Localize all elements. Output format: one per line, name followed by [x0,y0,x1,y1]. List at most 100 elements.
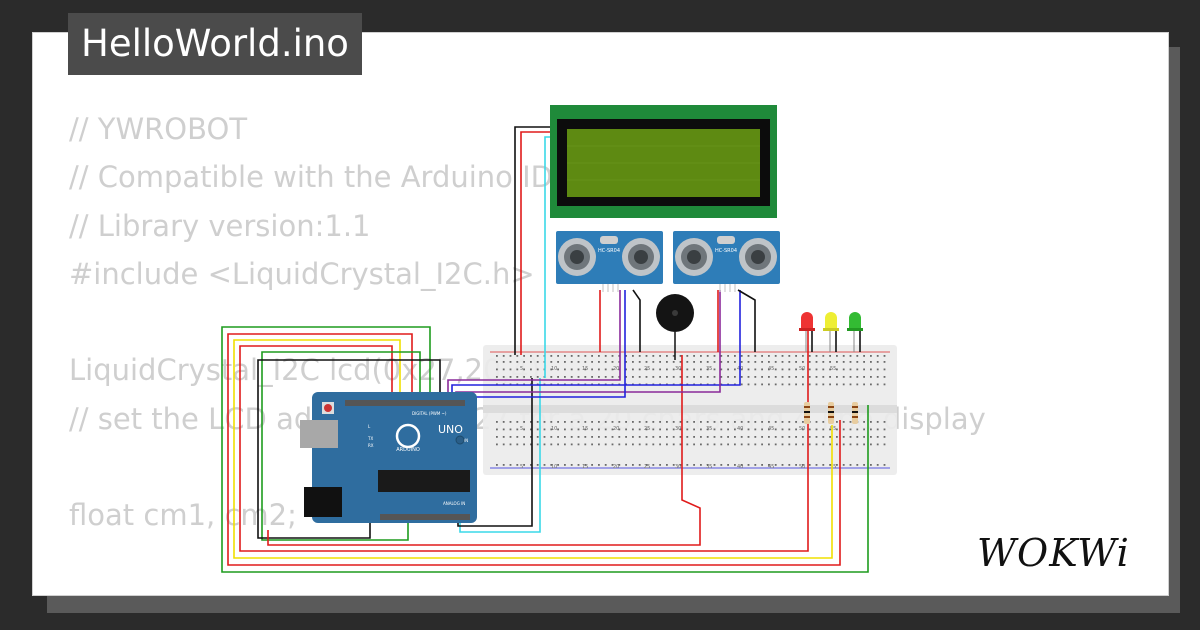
red-led[interactable] [799,312,815,352]
breadboard-hole [584,421,587,423]
breadboard-hole [856,355,859,357]
wire-red-outer [227,333,841,566]
breadboard-hole [754,383,757,386]
breadboard-hole [638,368,641,371]
breadboard-hole [509,428,512,431]
wire-yellow [233,339,833,559]
breadboard-hole [666,421,668,423]
breadboard-hole [516,443,519,446]
breadboard-hole [591,368,593,371]
breadboard-hole [734,443,736,446]
ultrasonic-sensor-2[interactable]: HC-SR04 [673,231,780,292]
breadboard-hole [713,436,716,438]
breadboard-hole [645,436,648,438]
breadboard-hole [706,436,709,438]
breadboard-hole [666,368,668,371]
breadboard-hole [836,376,838,378]
breadboard-hole [523,428,525,431]
breadboard-hole [516,436,519,438]
breadboard-hole [795,443,797,446]
breadboard-hole [870,368,872,371]
breadboard-hole [564,376,566,378]
breadboard-hole [795,428,797,431]
breadboard-hole [754,421,757,423]
breadboard-hole [638,421,641,423]
yellow-led[interactable] [823,312,839,352]
breadboard-hole [564,361,566,363]
breadboard-hole [523,355,525,357]
green-led[interactable] [847,312,863,352]
logo-text: WOKWi [977,531,1130,575]
breadboard-hole [740,361,743,363]
arduino-uno[interactable]: ARDUINO UNO DIGITAL (PWM ~) ANALOG IN ON… [300,392,477,523]
breadboard-hole [679,443,682,446]
breadboard-hole [740,355,743,357]
breadboard-hole [740,368,743,371]
breadboard-hole [720,355,723,357]
resistors[interactable] [804,402,858,424]
breadboard-hole [842,464,845,466]
breadboard-hole [808,443,811,446]
breadboard-hole [781,443,784,446]
breadboard-hole [754,436,757,438]
breadboard-hole [706,355,709,357]
arduino-l-label: L [368,424,371,429]
breadboard-hole [700,355,702,357]
wire-red-buzzer [267,355,701,546]
breadboard-hole [530,361,532,363]
breadboard-hole [530,368,532,371]
breadboard-hole [768,436,770,438]
lcd-display[interactable] [550,105,777,218]
breadboard-hole [659,361,661,363]
breadboard-hole [577,421,580,423]
breadboard-hole [625,376,627,378]
breadboard-hole [788,361,791,363]
breadboard-hole [509,368,512,371]
breadboard-hole [720,464,723,466]
breadboard-hole [876,443,879,446]
breadboard-column-label: 55 [830,426,836,432]
breadboard-hole [761,376,763,378]
breadboard-hole [530,443,532,446]
breadboard-hole [611,361,614,363]
breadboard-hole [686,436,689,438]
breadboard-hole [836,428,838,431]
breadboard-hole [754,428,757,431]
breadboard-hole [577,376,580,378]
breadboard-hole [632,436,634,438]
breadboard-hole [747,443,750,446]
breadboard-hole [686,443,689,446]
ultrasonic-sensor-1[interactable]: HC-SR04 [556,231,663,292]
breadboard-hole [734,464,736,466]
breadboard-hole [604,436,607,438]
wokwi-logo: WOKWi [977,531,1130,575]
breadboard-hole [502,376,505,378]
wire-red-lcd [520,131,552,355]
breadboard-hole [550,361,553,363]
breadboard-hole [570,368,573,371]
breadboard-hole [761,368,763,371]
breadboard-hole [727,428,729,431]
breadboard-hole [842,421,845,423]
breadboard-hole [815,428,818,431]
breadboard-hole [591,464,593,466]
breadboard-hole [666,361,668,363]
breadboard-hole [577,355,580,357]
breadboard-hole [604,464,607,466]
breadboard-hole [693,368,695,371]
breadboard-hole [632,361,634,363]
breadboard-hole [652,355,655,357]
breadboard-hole [856,428,859,431]
breadboard-hole [795,421,797,423]
breadboard-hole [550,464,553,466]
breadboard-hole [727,436,729,438]
buzzer[interactable] [656,294,694,360]
breadboard-hole [686,421,689,423]
breadboard-hole [686,376,689,378]
breadboard-hole [849,421,852,423]
breadboard-hole [625,428,627,431]
breadboard-hole [604,443,607,446]
breadboard-hole [659,421,661,423]
breadboard-column-label: 45 [768,464,774,470]
